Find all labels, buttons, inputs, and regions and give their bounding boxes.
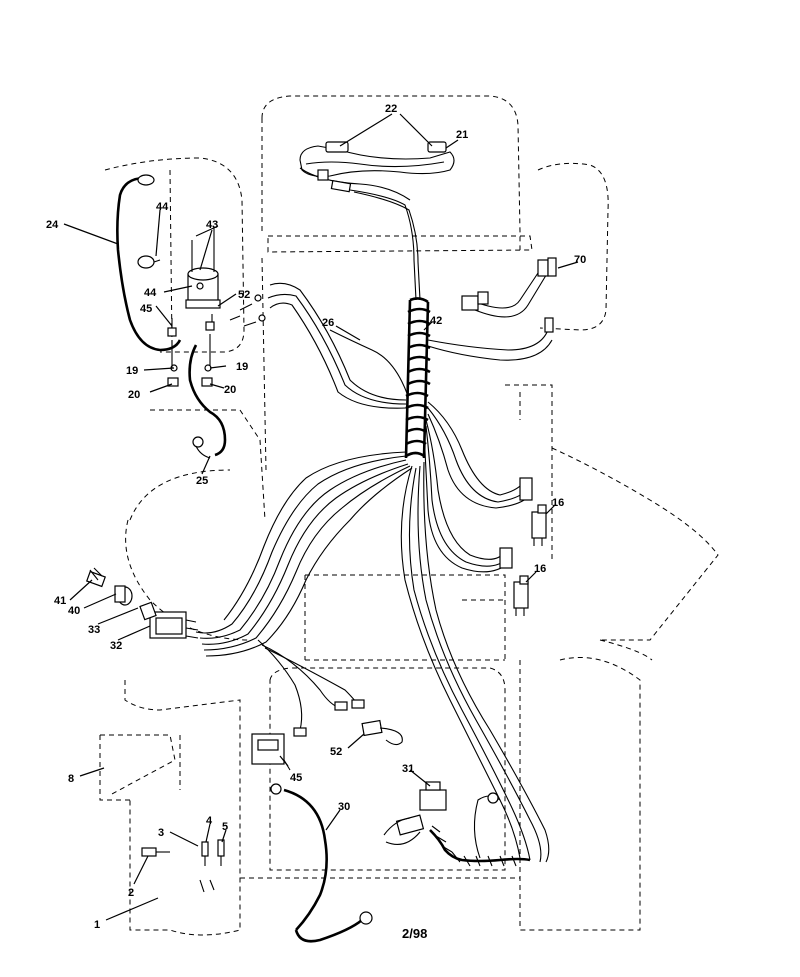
wires-45-52 xyxy=(257,639,365,737)
callout-40: 42 xyxy=(430,315,442,327)
cable-25 xyxy=(188,344,227,459)
upper-left-wires xyxy=(267,282,409,409)
callout-44-right: 52 xyxy=(238,289,250,301)
callout-3: 3 xyxy=(158,827,164,839)
connector-29 xyxy=(383,781,447,845)
part-42 xyxy=(137,255,161,269)
lower-left-wires xyxy=(195,451,413,657)
callout-43: 44 xyxy=(144,287,157,299)
callout-22: 22 xyxy=(385,103,397,115)
callout-33: 41 xyxy=(54,595,66,607)
lower-left-parts xyxy=(141,839,225,893)
terminal-hardware xyxy=(167,294,266,387)
callout-29: 31 xyxy=(402,763,414,775)
tractor-outline xyxy=(99,95,719,936)
callout-16-lower: 16 xyxy=(534,563,546,575)
callout-4: 4 xyxy=(206,815,213,827)
harness-21 xyxy=(299,141,455,201)
callout-26: 26 xyxy=(322,317,334,329)
callout-45: 45 xyxy=(290,772,302,784)
hour-meter-45 xyxy=(251,733,291,771)
callout-24: 24 xyxy=(46,219,59,231)
long-wires-bottom xyxy=(400,461,550,863)
callout-41: 43 xyxy=(206,219,218,231)
callout-8: 8 xyxy=(68,773,74,785)
callout-70: 70 xyxy=(574,254,586,266)
callout-44-left: 45 xyxy=(140,303,152,315)
coil-40 xyxy=(404,297,431,459)
cable-28 xyxy=(270,783,373,943)
callout-31: 33 xyxy=(88,624,100,636)
callout-32: 40 xyxy=(68,605,80,617)
main-trunk xyxy=(349,189,421,301)
callout-19-right: 19 xyxy=(236,361,248,373)
callout-28: 30 xyxy=(338,801,350,813)
coiled-wire-29 xyxy=(429,792,531,867)
ignition-switch xyxy=(86,567,199,639)
callout-21: 21 xyxy=(456,129,468,141)
callout-1: 1 xyxy=(94,919,100,931)
callout-52: 52 xyxy=(330,746,342,758)
callout-30: 32 xyxy=(110,640,122,652)
solenoid-43 xyxy=(185,225,221,309)
right-wires-70 xyxy=(427,257,557,361)
callout-42: 44 xyxy=(156,201,169,213)
callout-5: 5 xyxy=(222,821,228,833)
part-52 xyxy=(361,719,403,746)
callout-20-right: 20 xyxy=(224,384,236,396)
callout-20-left: 20 xyxy=(128,389,140,401)
battery-cable-24 xyxy=(116,174,182,352)
footer-code: 2/98 xyxy=(402,926,427,941)
leader-lines xyxy=(63,113,579,921)
callout-19-left: 19 xyxy=(126,365,138,377)
right-wires-16 xyxy=(423,401,533,573)
callout-2: 2 xyxy=(128,887,134,899)
callout-25: 25 xyxy=(196,475,208,487)
relay-16 xyxy=(513,504,547,616)
callout-16-upper: 16 xyxy=(552,497,564,509)
callout-labels: 22 21 24 44 43 44 45 52 19 19 20 20 25 2… xyxy=(46,103,586,941)
